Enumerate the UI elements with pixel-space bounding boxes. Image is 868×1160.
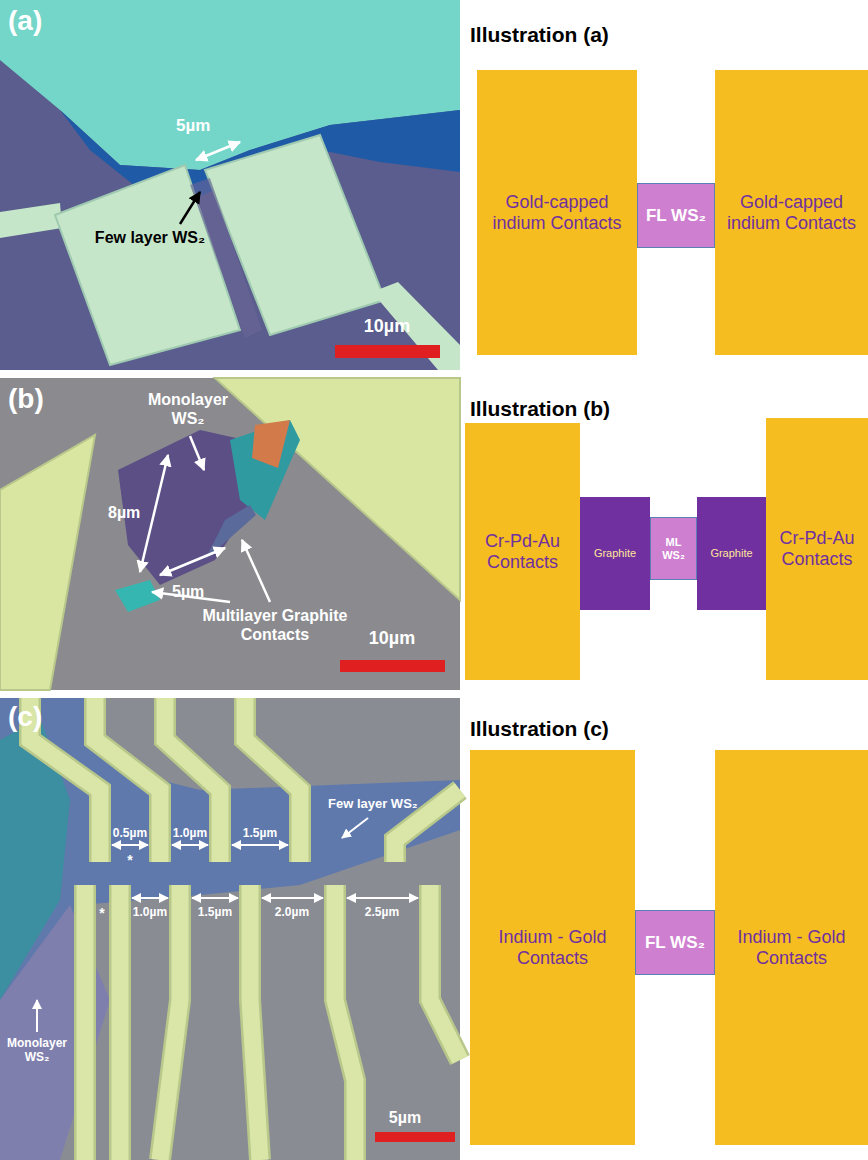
node-label: Indium - Gold Contacts bbox=[475, 927, 630, 968]
node-label: FL WS₂ bbox=[646, 206, 706, 226]
node-label: Gold-capped indium Contacts bbox=[482, 192, 632, 233]
channel-box: FL WS₂ bbox=[637, 183, 715, 248]
node-label: Cr-Pd-Au Contacts bbox=[771, 528, 863, 569]
dimension-label: 1.5µm bbox=[220, 826, 300, 840]
contact-pad: Gold-capped indium Contacts bbox=[715, 70, 868, 355]
figure-title: Illustration (b) bbox=[470, 396, 610, 421]
dimension-label: 1.0µm bbox=[110, 905, 190, 919]
dimension-label: 2.5µm bbox=[342, 905, 422, 919]
scale-label: 10µm bbox=[347, 316, 427, 338]
node-label: FL WS₂ bbox=[645, 933, 705, 953]
micrograph-a bbox=[0, 0, 460, 370]
node-label: Graphite bbox=[594, 547, 636, 560]
dimension-label: 1.5µm bbox=[175, 905, 255, 919]
dimension-label: 2.0µm bbox=[252, 905, 332, 919]
marker: * bbox=[90, 852, 170, 869]
panel-letter: (b) bbox=[8, 382, 44, 416]
panel-letter: (a) bbox=[8, 4, 42, 38]
micrograph-b bbox=[0, 378, 460, 690]
figure-title: Illustration (c) bbox=[470, 716, 609, 741]
dimension-label: 0.5µm bbox=[90, 826, 170, 840]
node-label: Gold-capped indium Contacts bbox=[720, 192, 863, 233]
scale-label: 10µm bbox=[352, 628, 432, 650]
node-label: Graphite bbox=[710, 547, 752, 560]
panel-letter: (c) bbox=[8, 700, 42, 734]
node-label: Cr-Pd-Au Contacts bbox=[470, 531, 575, 572]
annotation: Few layer WS₂ bbox=[328, 796, 418, 812]
contact-pad: Cr-Pd-Au Contacts bbox=[766, 418, 868, 680]
dimension-label: 8µm bbox=[108, 503, 140, 522]
contact-pad: Cr-Pd-Au Contacts bbox=[465, 423, 580, 680]
scale-label: 5µm bbox=[365, 1108, 445, 1127]
micrograph-c bbox=[0, 698, 460, 1160]
dimension-label: 5µm bbox=[172, 582, 204, 601]
contact-pad: Indium - Gold Contacts bbox=[715, 750, 868, 1145]
channel-box: ML WS₂ bbox=[650, 517, 697, 580]
annotation: Monolayer WS₂ bbox=[133, 390, 243, 428]
node-label: ML WS₂ bbox=[656, 536, 691, 561]
figure-title: Illustration (a) bbox=[470, 22, 609, 47]
annotation: Few layer WS₂ bbox=[90, 228, 210, 247]
graphite-box: Graphite bbox=[580, 497, 650, 610]
contact-pad: Gold-capped indium Contacts bbox=[477, 70, 637, 355]
annotation: Multilayer Graphite Contacts bbox=[190, 606, 360, 644]
marker: * bbox=[62, 905, 142, 922]
contact-pad: Indium - Gold Contacts bbox=[470, 750, 635, 1145]
node-label: Indium - Gold Contacts bbox=[720, 927, 863, 968]
channel-box: FL WS₂ bbox=[635, 910, 715, 975]
dimension-label: 5µm bbox=[176, 116, 210, 136]
graphite-box: Graphite bbox=[697, 497, 766, 610]
annotation: Monolayer WS₂ bbox=[4, 1036, 70, 1065]
dimension-label: 1.0µm bbox=[150, 826, 230, 840]
